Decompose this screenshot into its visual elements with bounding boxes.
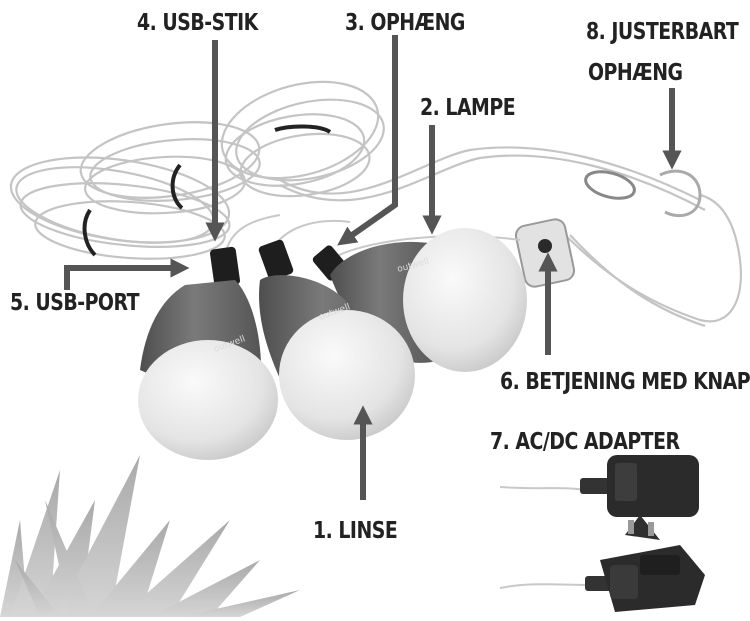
adapter-eu: [500, 455, 699, 540]
label-lampe: 2. LAMPE: [420, 96, 515, 120]
grass-decoration: [0, 455, 300, 617]
label-adapter: 7. AC/DC ADAPTER: [490, 430, 680, 454]
arrow-usb-port: [67, 268, 180, 290]
label-usb-stik: 4. USB-STIK: [137, 11, 258, 35]
label-linse: 1. LINSE: [313, 519, 397, 543]
label-justerbart-line2: OPHÆNG: [588, 61, 683, 85]
label-betjening: 6. BETJENING MED KNAP: [500, 370, 750, 394]
label-ophaeng: 3. OPHÆNG: [345, 11, 465, 35]
label-usb-port: 5. USB-PORT: [10, 291, 139, 315]
lamp-bulb-left: outwell: [138, 280, 278, 460]
label-justerbart-line1: 8. JUSTERBART: [586, 20, 738, 44]
adapter-uk: [500, 545, 705, 612]
